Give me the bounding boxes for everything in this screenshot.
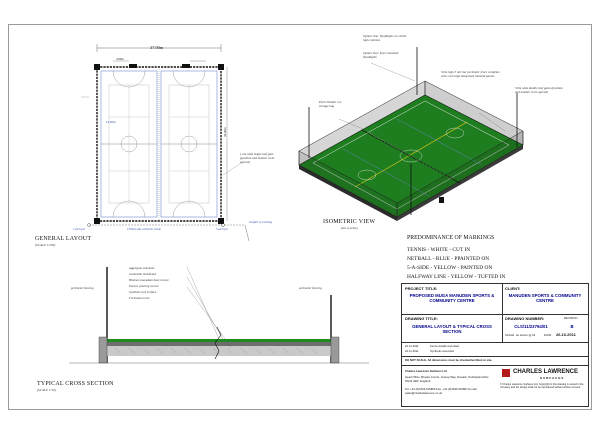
revision-value: B (570, 324, 574, 329)
drawing-sheet: 37.00m 3.00m 19.00m 34.00m 1.2m wide sin… (8, 24, 592, 410)
drawing-number-cell: DRAWING NUMBER: REVISION CLS/11/23794/01… (502, 314, 588, 343)
section-note-5: Synthetic turf surface (129, 290, 157, 294)
perimeter-fencing-right-label: perimeter fencing (299, 286, 322, 290)
cross-section-drawing (69, 266, 369, 364)
markings-title: PREDOMINANCE OF MARKINGS (407, 235, 495, 241)
company-contact: Tel: +44 (0)1636 615866 Fax: +44 (0)1636… (405, 387, 478, 395)
marking-line-1: TENNIS - WHITE - CUT IN (407, 247, 471, 253)
company-logo-mark (502, 369, 510, 377)
general-layout-scale: (SCALE 1:250) (35, 243, 56, 247)
date-label: DATE (544, 333, 552, 337)
drawing-title-value: GENERAL LAYOUT & TYPICAL CROSS SECTION (412, 324, 492, 334)
company-name-line: Charles Lawrence Surfaces Ltd (405, 369, 447, 373)
option-two-note: Option Two: fence mounted floodlights (363, 51, 399, 59)
catch-pit-right-label: Catch pit (216, 227, 228, 231)
section-note-2: Geotextile membrane (129, 272, 157, 276)
revision-label: REVISION (564, 316, 578, 320)
drawing-title-label: DRAWING TITLE: (405, 316, 438, 321)
marking-line-4: HALFWAY LINE - YELLOW - TUFTED IN (407, 274, 506, 280)
company-logo-sub: SURFACES (540, 376, 565, 380)
drain-note: 150mm dia collector drain (127, 227, 162, 231)
title-block: PROJECT TITLE: PROPOSED MUGA MANUDEN SPO… (401, 283, 589, 407)
revision-desc-2: Synthetic amended (430, 349, 454, 353)
perimeter-fence-note: 3.0m high 3 mtr bar perimeter fence comp… (441, 70, 500, 78)
court-width-label: 19.00m (106, 120, 116, 124)
project-title-cell: PROJECT TITLE: PROPOSED MUGA MANUDEN SPO… (402, 284, 503, 315)
section-note-6: Formation level (129, 296, 150, 300)
company-block: Charles Lawrence Surfaces Ltd Head Offic… (402, 365, 588, 407)
outfall-note: Outfall to existing (249, 220, 273, 224)
isometric-view-drawing (298, 47, 524, 221)
revision-date-1: 10.11.2011 (405, 344, 419, 348)
isometric-view-scale: (not to scale) (341, 226, 358, 230)
length-label: 34.00m (223, 127, 227, 137)
revision-date-2: 22.11.2011 (405, 349, 419, 353)
general-layout-title: GENERAL LAYOUT (35, 236, 92, 242)
inner-width-label: 3.00m (116, 57, 124, 61)
client-value: MANUDEN SPORTS & COMMUNITY CENTRE (508, 293, 582, 303)
section-note-4: Porous wearing course (129, 284, 159, 288)
section-note-3: Bitumen macadam base course (129, 278, 169, 282)
copyright-note: © Charles Lawrence Surfaces Ltd. Copyrig… (500, 383, 584, 389)
drawing-number-label: DRAWING NUMBER: (505, 316, 545, 321)
revision-desc-1: Fence details amended (430, 344, 460, 348)
project-title-value: PROPOSED MUGA MANUDEN SPORTS & COMMUNITY… (409, 293, 495, 303)
cross-section-scale: (SCALE 1:50) (37, 388, 56, 392)
catch-pit-left-label: Catch pit (73, 227, 85, 231)
drawing-number-value: CLS/11/23794/01 (514, 324, 548, 329)
project-title-label: PROJECT TITLE: (405, 286, 438, 291)
perimeter-fencing-left-label: perimeter fencing (71, 286, 94, 290)
client-label: CLIENT: (505, 286, 521, 291)
pitch-divider-note: Pitch Divider c/w storage bag (319, 100, 342, 108)
scale-label: SCALE (505, 333, 515, 337)
marking-line-2: NETBALL - BLUE - PPAINTED ON (407, 256, 490, 262)
general-layout-plan (81, 44, 250, 242)
scale-warning: DO NOT SCALE. All dimensions must be che… (405, 358, 493, 362)
scale-value: as shown @ A1 (516, 333, 536, 337)
isometric-view-title: ISOMETRIC VIEW (323, 219, 376, 225)
section-note-1: Aggregate sub-base (129, 266, 155, 270)
company-address: Head Office: Brooke Courts, Jessop Way, … (405, 375, 489, 383)
cross-section-title: TYPICAL CROSS SECTION (37, 381, 114, 387)
overall-width-label: 37.00m (150, 45, 164, 50)
marking-line-3: 5-A-SIDE - YELLOW - PAINTED ON (407, 265, 493, 271)
revision-table: 10.11.2011 Fence details amended 22.11.2… (402, 342, 588, 357)
drawing-title-cell: DRAWING TITLE: GENERAL LAYOUT & TYPICAL … (402, 314, 503, 343)
double-gate-note: 3.0m wide double leaf gates (position an… (515, 86, 563, 94)
client-cell: CLIENT: MANUDEN SPORTS & COMMUNITY CENTR… (502, 284, 588, 315)
option-one-note: Option One: floodlights on 10.0m high co… (363, 34, 407, 42)
company-logo-text: CHARLES LAWRENCE (513, 369, 579, 375)
gate-note: 1.2m wide single leaf gate (position and… (240, 152, 275, 164)
date-value: 26.10.2011 (556, 332, 576, 337)
